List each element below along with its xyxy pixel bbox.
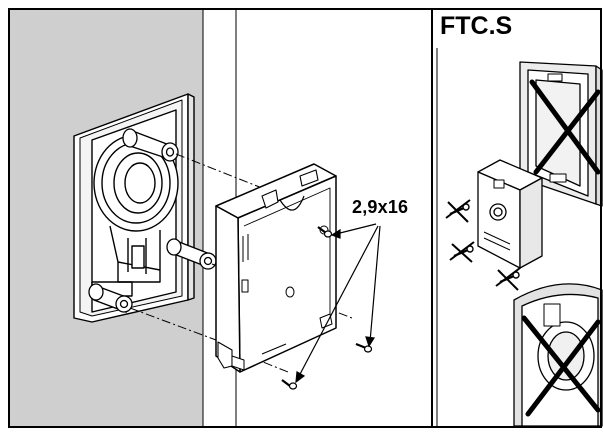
screw-bottom [281, 379, 298, 390]
screw-middle [355, 342, 373, 353]
not-allowed-round-housing [513, 283, 603, 427]
model-name-label: FTC.S [440, 12, 513, 40]
cross-out-mark [529, 79, 601, 175]
screw-size-label: 2,9x16 [352, 197, 409, 217]
main-panel [10, 10, 381, 426]
sensor-housing [215, 163, 337, 373]
crossed-screws [445, 199, 521, 291]
plate-spacers [88, 128, 217, 313]
housing-small [477, 159, 543, 269]
screw-top [317, 226, 333, 238]
fixing-screws [281, 226, 373, 390]
side-panel [445, 61, 603, 427]
cross-out-mark [521, 315, 601, 417]
outer-frame [8, 8, 602, 428]
screw-leader-lines [295, 223, 381, 384]
